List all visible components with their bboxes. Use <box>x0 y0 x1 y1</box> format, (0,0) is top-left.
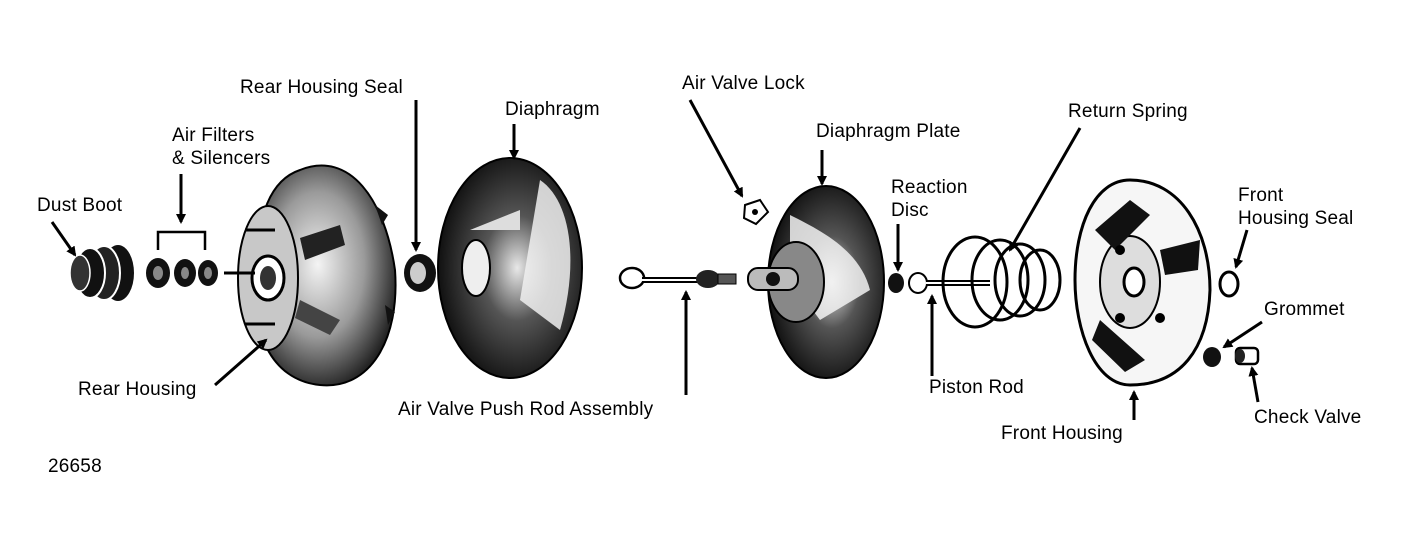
label-dust-boot: Dust Boot <box>37 195 123 216</box>
label-front-housing-seal: Front Housing Seal <box>1238 184 1353 230</box>
diaphragm-part <box>437 157 583 379</box>
dust-boot-part <box>69 245 134 301</box>
label-rear-housing-seal: Rear Housing Seal <box>240 77 403 98</box>
grommet-part <box>1203 347 1221 367</box>
air-filters-part <box>146 258 218 288</box>
leader-arrows <box>50 99 1263 420</box>
return-spring-part <box>941 235 1062 329</box>
label-front-housing-seal-line2: Housing Seal <box>1238 208 1354 229</box>
label-air-filters-line2: & Silencers <box>172 148 271 169</box>
reaction-disc-part <box>888 273 904 293</box>
label-front-housing-seal-line1: Front <box>1238 185 1284 206</box>
label-air-valve-lock: Air Valve Lock <box>682 73 805 94</box>
air-valve-lock-part <box>742 198 770 226</box>
label-grommet: Grommet <box>1264 299 1345 320</box>
figure-number: 26658 <box>48 456 102 477</box>
diaphragm-plate-part <box>747 185 885 379</box>
label-check-valve: Check Valve <box>1254 407 1362 428</box>
label-diaphragm-plate: Diaphragm Plate <box>816 121 961 142</box>
label-reaction-disc-line1: Reaction <box>891 177 968 198</box>
label-front-housing: Front Housing <box>1001 423 1123 444</box>
piston-rod-part <box>908 272 990 294</box>
air-valve-push-rod-part <box>618 266 737 290</box>
label-air-filters-line1: Air Filters <box>172 125 255 146</box>
label-diaphragm: Diaphragm <box>505 99 600 120</box>
label-air-filters-silencers: Air Filters & Silencers <box>172 124 270 170</box>
front-housing-part <box>1073 178 1212 387</box>
label-rear-housing: Rear Housing <box>78 379 197 400</box>
label-piston-rod: Piston Rod <box>929 377 1024 398</box>
label-reaction-disc: Reaction Disc <box>891 176 968 222</box>
label-return-spring: Return Spring <box>1068 101 1188 122</box>
check-valve-part <box>1234 346 1260 366</box>
label-air-valve-push-rod-assembly: Air Valve Push Rod Assembly <box>398 399 654 420</box>
rear-housing-seal-part <box>404 254 436 292</box>
rear-housing-part <box>224 164 397 387</box>
label-reaction-disc-line2: Disc <box>891 200 929 221</box>
front-housing-seal-part <box>1218 270 1240 298</box>
